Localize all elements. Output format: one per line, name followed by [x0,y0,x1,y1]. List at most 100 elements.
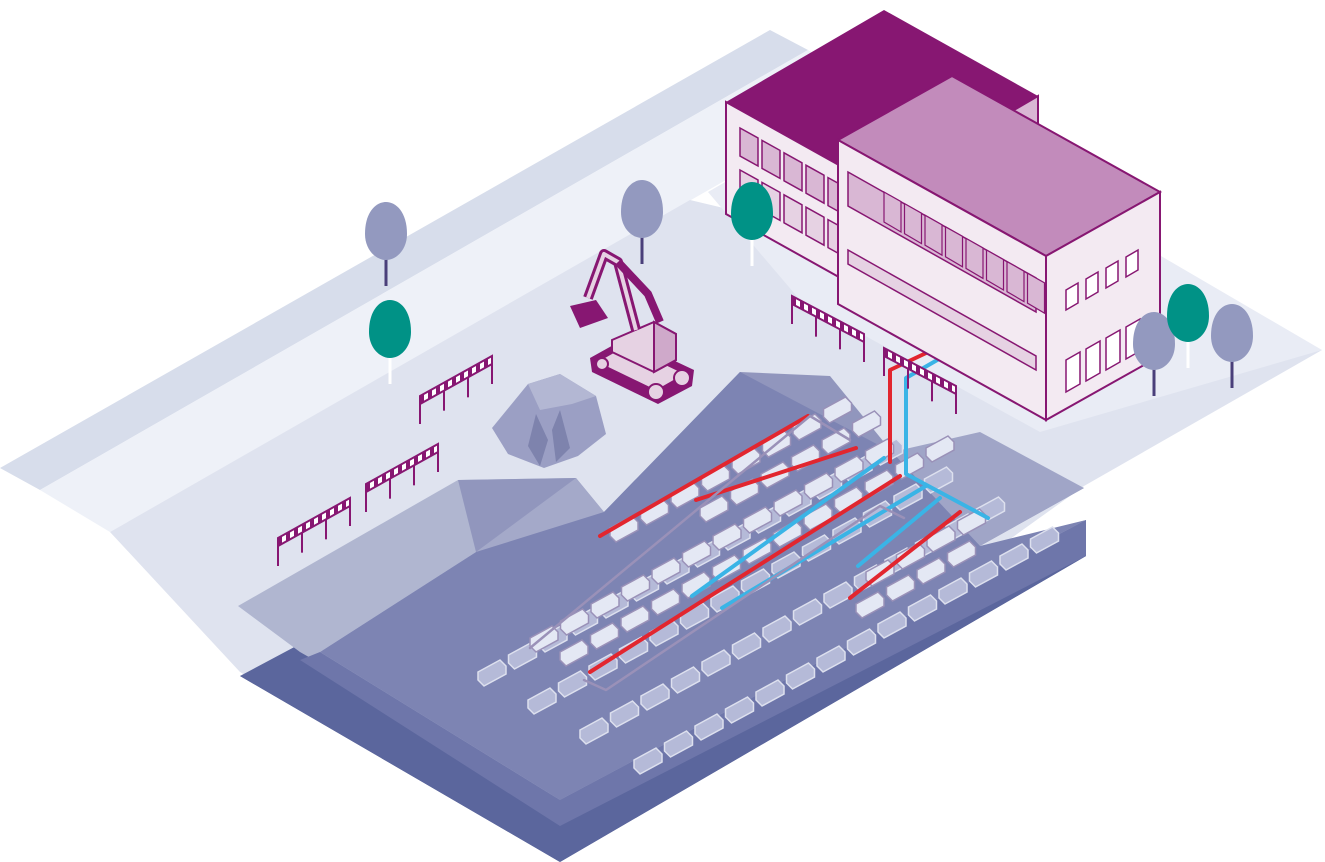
collector-tray [938,577,968,605]
collector-tray [650,588,681,616]
barrier-icon [419,354,493,424]
window [883,190,902,234]
pipe-hot-branch-4 [848,510,962,600]
boulder-icon [492,374,606,468]
collector-tray [559,639,589,667]
collector-tray [529,625,559,653]
collector-tray [694,713,724,741]
collector-tray [701,649,731,677]
tree-icon [365,202,407,286]
collector-tray [762,615,792,643]
collector-tray [792,598,823,626]
window [985,248,1005,292]
collector-tray [609,700,640,728]
barriers [277,294,957,566]
collector-tray [792,413,822,441]
collector-tray [926,525,956,553]
pipe-return-2 [582,504,906,692]
pipe-return-1 [528,414,852,650]
collector-tray [999,543,1029,571]
collector-tray [771,551,801,579]
pipe-cold-branch-1 [690,456,886,598]
collector-tray [956,508,987,536]
window [924,214,943,257]
collector-tray [699,495,729,523]
collector-tray [681,571,711,599]
tree-icon [621,180,663,264]
barrier-icon [277,496,351,566]
collector-tray [1029,526,1060,554]
window [1065,281,1079,312]
trees [365,180,1253,396]
collector-tray [755,679,785,707]
collector-tray [527,687,557,715]
collector-tray [855,591,885,619]
collector-tray [834,455,864,483]
window [1026,272,1046,315]
collector-tray [740,568,771,596]
collector-tray [846,628,877,656]
window [944,225,964,268]
collector-tray [633,747,663,775]
collector-tray [816,645,846,673]
window [1085,270,1099,301]
collector-tray [864,438,895,466]
collector-tray [907,594,938,622]
collector-tray [620,574,651,602]
collector-tray [773,489,803,517]
window [805,163,825,205]
collector-tray [916,557,946,585]
tree-icon [1211,304,1253,388]
collector-tray [670,666,701,694]
building-front-block [835,74,1163,422]
collector-tray [620,605,650,633]
collector-tray [557,670,588,698]
window [1065,350,1081,394]
tree-icon [1133,312,1175,396]
collector-tray [663,730,694,758]
pit-wall-left [238,478,576,800]
collector-tray [731,632,762,660]
window [1125,248,1139,279]
collector-tray [477,659,507,687]
road [0,30,808,490]
tree-icon [1167,284,1209,368]
collector-tray [885,574,916,602]
pipe-cold-branch-3 [856,496,942,568]
collector-tray [864,469,894,497]
collector-tray [803,472,834,500]
barrier-icon [883,346,957,414]
window [903,202,923,245]
collector-tray [681,540,712,568]
collector-tray [559,608,590,636]
collector-tray [651,557,681,585]
collector-row [633,526,1060,775]
barrier-icon [365,442,439,512]
collector-tray [579,717,609,745]
window [1006,260,1025,303]
collector-row [855,540,977,619]
sidewalk [40,50,880,532]
collector-tray [618,636,649,664]
tree-icon [731,182,773,266]
collector-tray [742,506,773,534]
collector-tray [925,435,955,463]
collector-tray [894,452,925,480]
collector-tray [946,540,977,568]
window [783,151,803,193]
pipe-hot-branch-3 [588,474,902,674]
window [805,205,825,247]
collector-tray [640,683,670,711]
collector-tray [724,696,755,724]
collector-tray [590,591,620,619]
pipe-hot-branch-2 [694,446,858,502]
collector-tray [785,662,816,690]
window [1105,328,1121,372]
pipe-cold-branch-2 [720,484,928,610]
excavator-icon [570,249,694,404]
front-block-windows [883,190,1141,394]
window [783,193,803,235]
building-icon [725,10,1163,422]
pipe-hot-branch-1 [598,414,810,538]
